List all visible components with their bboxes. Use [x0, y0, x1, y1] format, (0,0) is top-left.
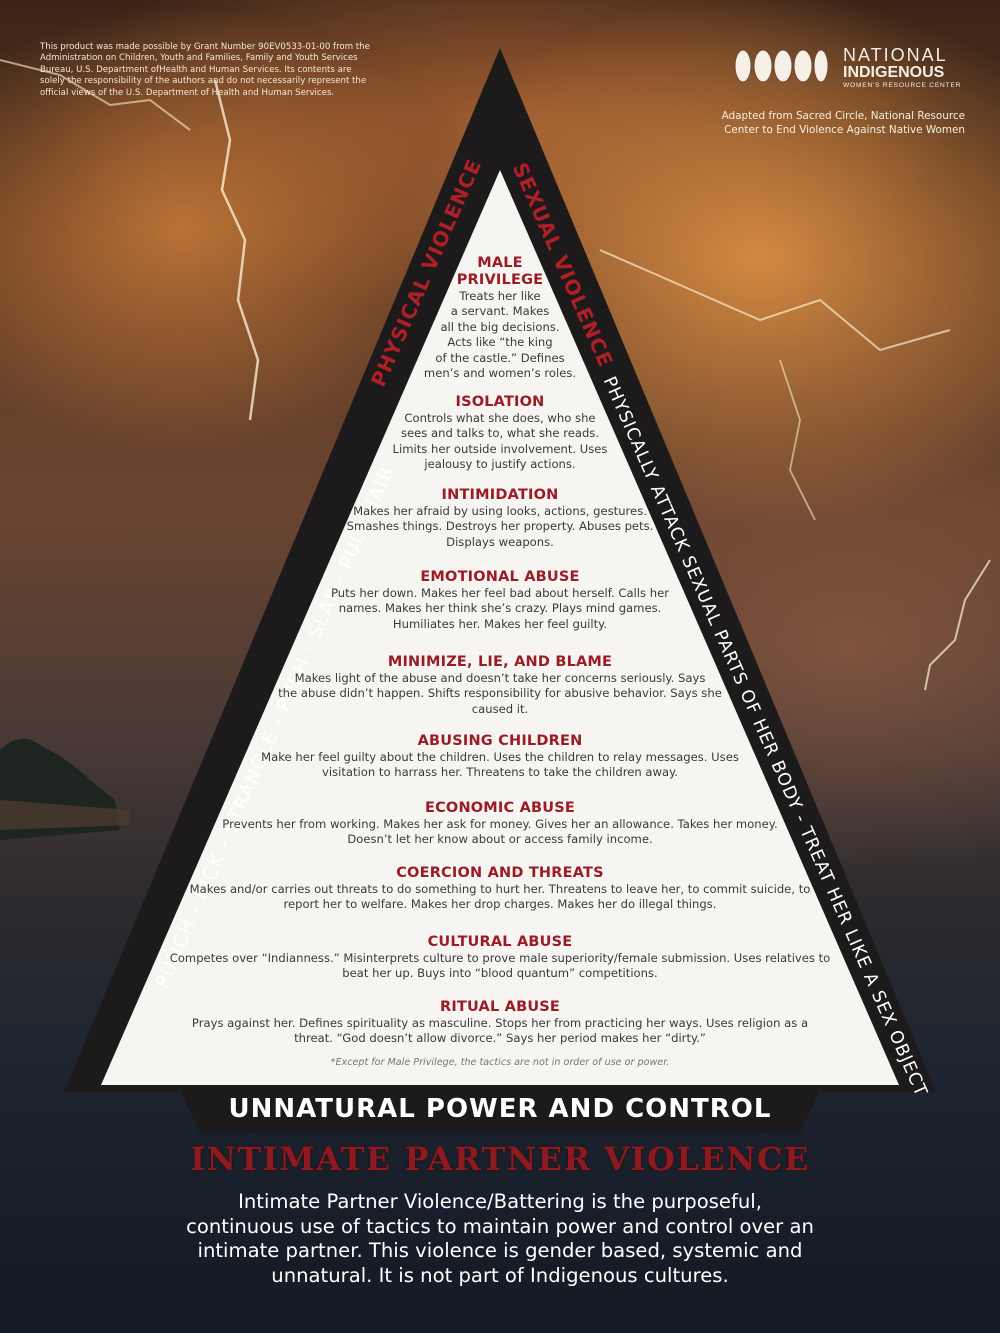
logo: NATIONAL INDIGENOUS WOMEN'S RESOURCE CEN… — [733, 46, 973, 106]
description-line: intimate partner. This violence is gende… — [197, 1239, 803, 1262]
tactic-description-line: Limits her outside involvement. Uses — [392, 441, 608, 456]
tactic-description-line: Makes her afraid by using looks, actions… — [353, 504, 647, 518]
adapted-line-1: Adapted from Sacred Circle, National Res… — [721, 110, 965, 122]
tactic-description-line: visitation to harrass her. Threatens to … — [322, 765, 678, 780]
tactic-description-line: Humiliates her. Makes her feel guilty. — [392, 616, 608, 631]
description-line: unnatural. It is not part of Indigenous … — [271, 1263, 729, 1287]
tactic-title: RITUAL ABUSE — [439, 999, 561, 1015]
tactic-title: ABUSING CHILDREN — [417, 733, 583, 749]
shoreline-silhouette — [0, 738, 130, 840]
ipv-description: Intimate Partner Violence/Battering is t… — [0, 1190, 1000, 1288]
tactic-description-line: of the castle.” Defines — [435, 350, 565, 365]
description-line: Intimate Partner Violence/Battering is t… — [238, 1190, 762, 1213]
tactic-description-line: caused it. — [471, 701, 529, 716]
logo-line-wrc: WOMEN'S RESOURCE CENTER — [843, 82, 962, 89]
tactic-description-line: Controls what she does, who she — [404, 411, 596, 425]
tactic-description-line: Competes over “Indianness.” Misinterpret… — [169, 951, 831, 965]
unnatural-power-control-label: UNNATURAL POWER AND CONTROL — [228, 1094, 772, 1124]
description-line: continuous use of tactics to maintain po… — [186, 1214, 814, 1238]
tactic-title: INTIMIDATION — [441, 487, 559, 503]
tactic-description-line: Makes light of the abuse and doesn’t tak… — [294, 671, 706, 685]
tactic-description-line: jealousy to justify actions. — [424, 457, 576, 472]
tactic-description-line: names. Makes her think she’s crazy. Play… — [338, 601, 662, 616]
tactic-title: CULTURAL ABUSE — [427, 934, 573, 950]
tactic-title: ISOLATION — [455, 394, 545, 410]
tactic-title: PRIVILEGE — [456, 272, 544, 288]
tactic-title: ECONOMIC ABUSE — [424, 800, 576, 816]
tactic-title: EMOTIONAL ABUSE — [420, 569, 580, 585]
tactic-description-line: Treats her like — [459, 289, 541, 303]
adapted-line-2: Center to End Violence Against Native Wo… — [724, 123, 965, 136]
tactic-description-line: Displays weapons. — [446, 534, 554, 549]
ipv-title: INTIMATE PARTNER VIOLENCE — [190, 1140, 810, 1178]
tactic-description-line: Doesn’t let her know about or access fam… — [347, 832, 653, 847]
tactic-description-line: the abuse didn’t happen. Shifts responsi… — [278, 686, 722, 701]
tactic-description-line: Puts her down. Makes her feel bad about … — [331, 586, 669, 600]
tactic-description-line: report her to welfare. Makes her drop ch… — [283, 897, 717, 912]
tactic-description-line: Smashes things. Destroys her property. A… — [346, 519, 654, 534]
triangle-footnote: *Except for Male Privilege, the tactics … — [330, 1057, 670, 1068]
tactic-description-line: beat her up. Buys into “blood quantum” c… — [342, 966, 658, 981]
tactic-description-line: threat. “God doesn’t allow divorce.” Say… — [294, 1031, 706, 1046]
tactic-title: COERCION AND THREATS — [396, 865, 604, 881]
tactic-description-line: Prevents her from working. Makes her ask… — [222, 817, 778, 831]
adapted-from-note: Adapted from Sacred Circle, National Res… — [700, 110, 965, 137]
tactic-title: MALE — [477, 255, 523, 271]
tactic-description-line: Makes and/or carries out threats to do s… — [189, 882, 811, 896]
grant-notice: This product was made possible by Grant … — [40, 42, 370, 98]
tactic-description-line: sees and talks to, what she reads. — [400, 426, 600, 441]
faces-logo-icon — [734, 49, 829, 83]
logo-line-national: NATIONAL — [843, 45, 948, 65]
tactic-description-line: Make her feel guilty about the children.… — [261, 750, 739, 764]
tactic-description-line: men’s and women’s roles. — [423, 366, 577, 381]
tactic-description-line: all the big decisions. — [440, 319, 560, 334]
tactic-title: MINIMIZE, LIE, AND BLAME — [387, 654, 613, 670]
tactic-description-line: a servant. Makes — [450, 304, 550, 319]
tactic-description-line: Prays against her. Defines spirituality … — [191, 1016, 809, 1030]
logo-line-indigenous: INDIGENOUS — [843, 64, 945, 81]
tactic-description-line: Acts like “the king — [447, 335, 553, 350]
